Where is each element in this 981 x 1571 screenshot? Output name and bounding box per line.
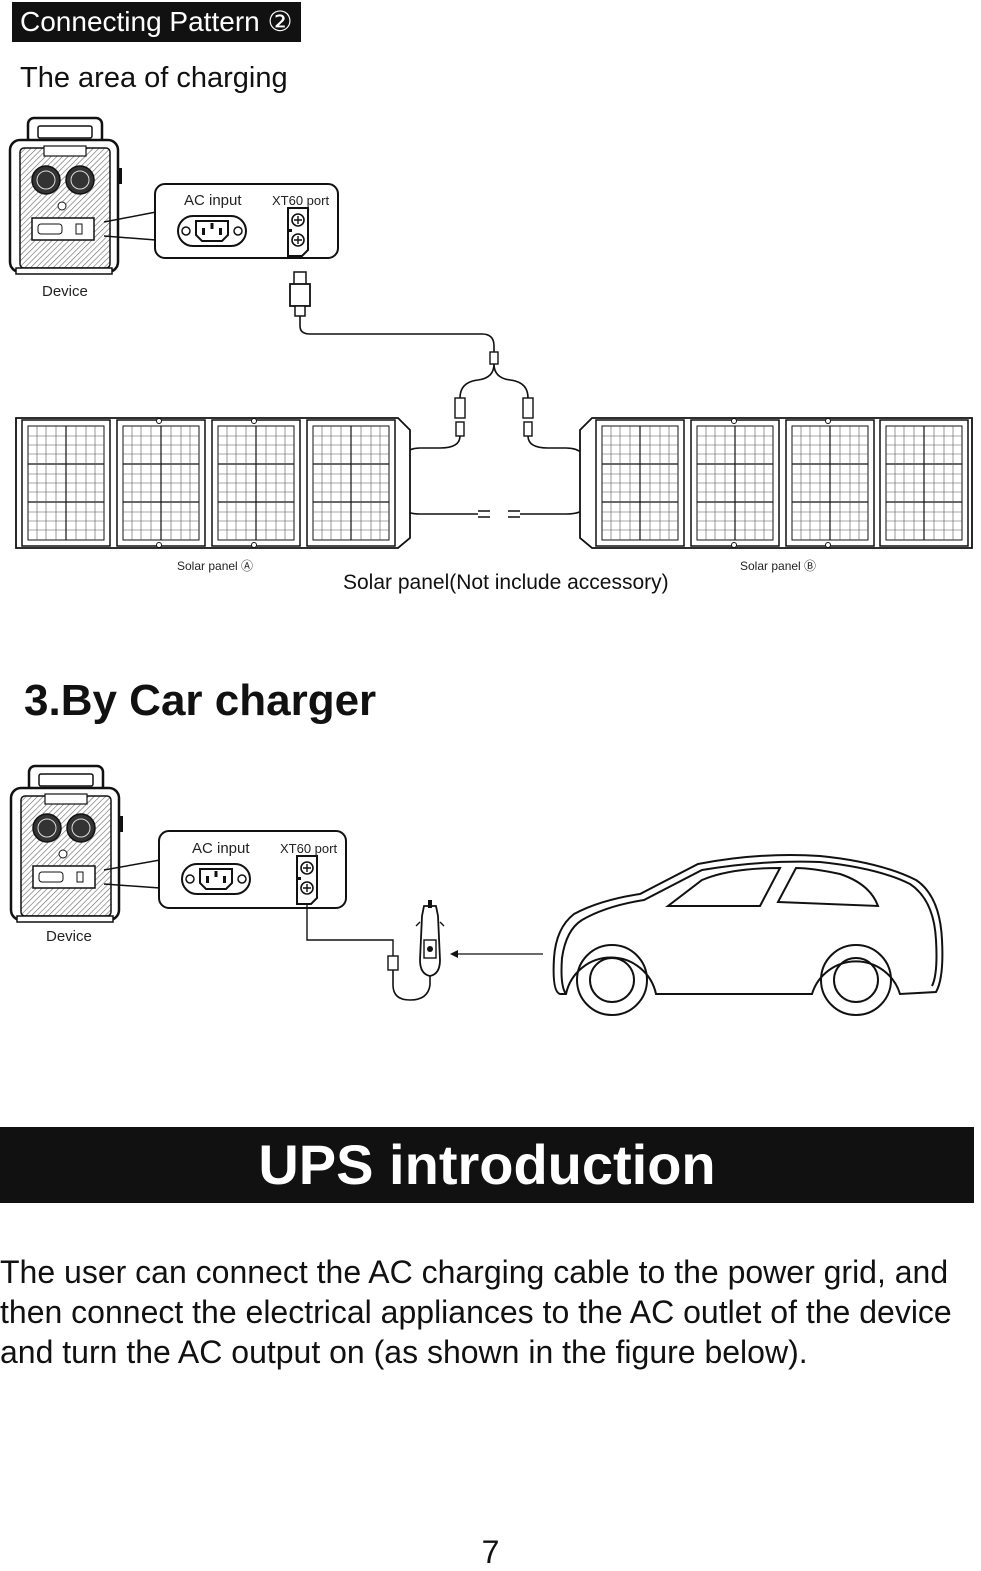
arrow-left-icon xyxy=(450,950,543,958)
car-charger-heading: 3.By Car charger xyxy=(24,676,377,725)
page-number: 7 xyxy=(481,1534,500,1570)
car-icon xyxy=(552,854,944,1016)
xt60-port-icon xyxy=(296,855,318,905)
ac-input-label: AC input xyxy=(192,840,250,857)
ups-banner: UPS introduction xyxy=(0,1127,974,1203)
ups-description-line: and turn the AC output on (as shown in t… xyxy=(0,1334,808,1370)
xt60-port-icon xyxy=(287,207,309,257)
section-subtitle: The area of charging xyxy=(20,62,288,94)
car-charger-plug-icon xyxy=(387,900,445,1001)
device-label: Device xyxy=(42,283,88,300)
power-station-icon xyxy=(8,116,124,276)
ac-socket-icon xyxy=(177,215,247,247)
xt60-plug-icon xyxy=(289,271,311,317)
device-label: Device xyxy=(46,928,92,945)
solar-caption: Solar panel(Not include accessory) xyxy=(343,571,669,594)
ac-socket-icon xyxy=(181,863,251,895)
mc4-connector-b xyxy=(522,397,534,437)
ups-description: The user can connect the AC charging cab… xyxy=(0,1252,975,1372)
solar-panel-icon xyxy=(15,417,411,549)
xt60-port-label: XT60 port xyxy=(280,841,338,856)
ac-input-label: AC input xyxy=(184,192,242,209)
ups-description-line: The user can connect the AC charging cab… xyxy=(0,1254,949,1290)
solar-panel-icon xyxy=(579,417,973,549)
pattern-tag: Connecting Pattern ② xyxy=(12,2,301,42)
solar-panel-a-label: Solar panel Ⓐ xyxy=(177,559,254,573)
power-station-icon xyxy=(9,764,125,924)
xt60-port-label: XT60 port xyxy=(272,193,330,208)
mc4-connector-a xyxy=(454,397,466,437)
ups-description-line: then connect the electrical appliances t… xyxy=(0,1294,952,1330)
solar-panel-b-label: Solar panel Ⓑ xyxy=(740,559,817,573)
